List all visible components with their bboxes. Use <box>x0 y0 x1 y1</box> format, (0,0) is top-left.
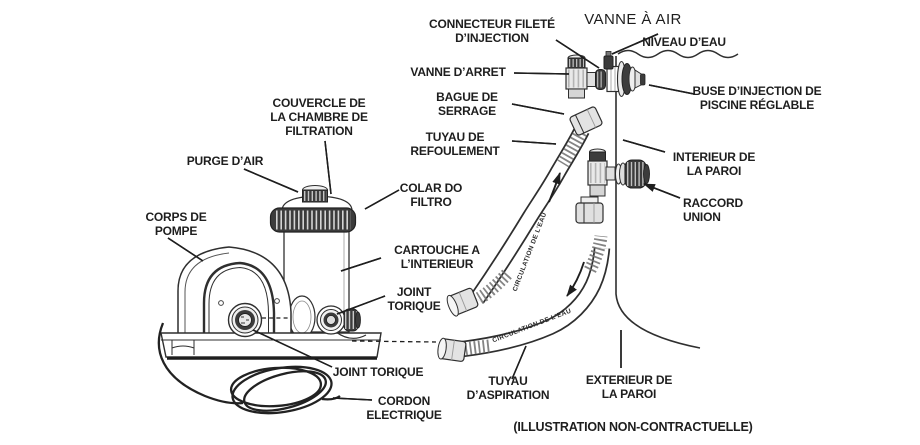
label-raccord-union: RACCORD UNION <box>683 196 743 224</box>
return-hose-drawing <box>446 106 603 317</box>
return-hose-coupling <box>446 287 479 317</box>
label-niveau-eau: NIVEAU D’EAU <box>642 35 726 49</box>
label-tuyau-refoulement: TUYAU DE REFOULEMENT <box>410 130 500 158</box>
label-joint-torique-chambre: JOINT TORIQUE <box>387 285 441 313</box>
leader-arrowheads <box>167 33 695 401</box>
pool-wall-line <box>615 49 739 349</box>
label-joint-torique-pompe: JOINT TORIQUE <box>332 365 424 379</box>
label-interieur-paroi: INTERIEUR DE LA PAROI <box>672 150 756 178</box>
label-bague-serrage: BAGUE DE SERRAGE <box>436 90 498 118</box>
label-cordon-electrique: CORDON ELECTRIQUE <box>366 394 442 422</box>
alignment-dashes <box>262 317 437 343</box>
label-vanne-arret: VANNE D’ARRET <box>410 65 506 79</box>
label-buse-injection: BUSE D’INJECTION DE PISCINE RÉGLABLE <box>692 84 822 112</box>
label-couvercle-chambre: COUVERCLE DE LA CHAMBRE DE FILTRATION <box>270 96 368 138</box>
flow-arrows <box>548 172 585 297</box>
pump-oring-port <box>227 302 263 338</box>
pump-base-drawing <box>160 331 382 360</box>
hose-clamp-ring <box>569 106 603 136</box>
chamber-oring-port <box>316 305 361 335</box>
suction-hose-top-coupling <box>575 196 604 224</box>
label-corps-pompe: CORPS DE POMPE <box>145 210 207 238</box>
mid-wall-fitting <box>587 148 650 197</box>
label-tuyau-aspiration: TUYAU D’ASPIRATION <box>466 374 550 402</box>
label-colar-filtro: COLAR DO FILTRO <box>399 181 463 209</box>
label-exterieur-paroi: EXTERIEUR DE LA PAROI <box>585 373 673 401</box>
gasket-oval <box>288 295 316 339</box>
label-cartouche: CARTOUCHE A L’INTERIEUR <box>394 243 480 271</box>
suction-hose-coupling <box>437 337 467 362</box>
label-purge-air: PURGE D’AIR <box>186 154 264 168</box>
suction-hose-drawing <box>437 196 611 362</box>
top-wall-fitting <box>565 51 646 99</box>
label-illustration-note: (ILLUSTRATION NON-CONTRACTUELLE) <box>513 420 753 434</box>
power-cord-drawing <box>157 322 341 415</box>
label-vanne-a-air: VANNE À AIR <box>584 11 682 28</box>
water-level-wave <box>617 49 739 59</box>
label-connecteur-filete-injection: CONNECTEUR FILETÉ D’INJECTION <box>429 17 555 45</box>
